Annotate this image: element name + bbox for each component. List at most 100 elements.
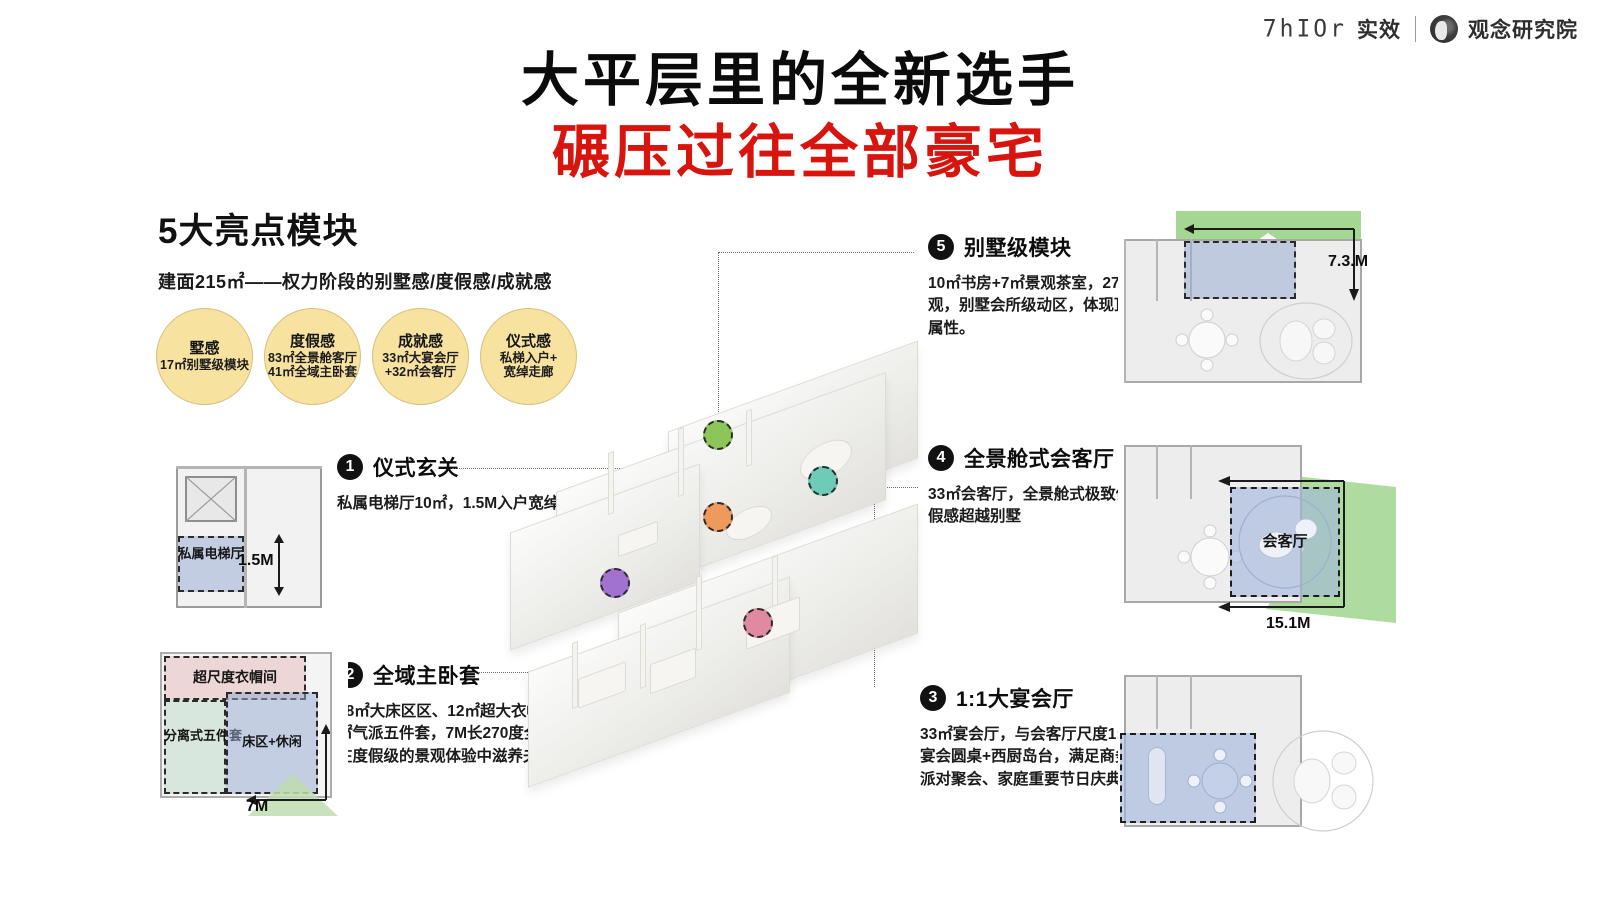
model-partition	[640, 622, 646, 690]
feature-circle-2: 度假感 83㎡全景舱客厅 41㎡全域主卧套	[264, 308, 361, 405]
entry-body: 10㎡书房+7㎡景观茶室，270度景观，别墅会所级动区，体现顶级社交属性。	[928, 275, 1177, 337]
plan-highlight-bathroom	[164, 700, 226, 794]
feature-circle-line: 83㎡全景舱客厅	[268, 350, 357, 365]
feature-circle-line: 33㎡大宴会厅	[382, 350, 459, 365]
page-title-line1: 大平层里的全新选手	[520, 48, 1079, 113]
model-partition	[696, 574, 702, 652]
connector-entry1	[452, 468, 630, 469]
banquet-marker[interactable]	[703, 502, 733, 532]
master-suite-marker[interactable]	[743, 608, 773, 638]
feature-circle-title: 度假感	[289, 332, 335, 350]
entry-title: 别墅级模块	[964, 237, 1072, 260]
connector-entry5-v	[718, 252, 719, 440]
plan-view-wedge-icon	[248, 774, 338, 816]
brand-logo: 7hIOr 实效 观念研究院	[1263, 14, 1578, 44]
plan-villa-module: 7.3.M	[1118, 205, 1388, 390]
plan-dimension-entry-hall: 1.5M	[238, 552, 274, 569]
plan-wall	[1190, 675, 1192, 729]
brand-org-name: 观念研究院	[1468, 19, 1578, 42]
entry-body: 私属电梯厅10㎡，1.5M入户宽绰走廊	[337, 495, 591, 512]
feature-circle-title: 仪式感	[505, 332, 551, 350]
entry-body: 33㎡会客厅，全景舱式极致体验，度假感超越别墅	[928, 486, 1178, 526]
plan-wall	[1190, 445, 1192, 499]
section-heading: 5大亮点模块	[158, 212, 359, 251]
plan-master-suite: 超尺度衣帽间 分离式五件套 床区+休闲 7M	[148, 638, 348, 823]
entry-title: 全域主卧套	[373, 665, 481, 688]
feature-circle-line: 17㎡别墅级模块	[160, 357, 249, 372]
plan-highlight-bed-area	[226, 692, 318, 794]
plan-wall	[1156, 445, 1158, 499]
plan-lounge-circle-icon	[1238, 495, 1332, 589]
plan-highlight-banquet	[1120, 733, 1256, 823]
brand-chinese-name: 实效	[1357, 19, 1401, 42]
plan-lounge-circle-icon	[1259, 302, 1353, 380]
plan-view-wedge-icon	[1176, 211, 1361, 297]
entry-title: 全景舱式会客厅	[964, 448, 1115, 471]
model-partition	[678, 426, 684, 498]
plan-dimension-villa-module: 7.3.M	[1328, 253, 1369, 270]
model-partition	[608, 450, 614, 516]
feature-entry-1: 1 仪式玄关 私属电梯厅10㎡，1.5M入户宽绰走廊	[337, 452, 597, 515]
plan-label-bathroom: 分离式五件套	[164, 728, 243, 743]
plan-dining-table-icon	[1175, 308, 1239, 372]
model-partition	[746, 408, 752, 468]
entry-number-badge: 4	[928, 445, 954, 471]
plan-wall	[244, 466, 247, 608]
feature-circle-group: 墅感 17㎡别墅级模块 度假感 83㎡全景舱客厅 41㎡全域主卧套 成就感 33…	[156, 308, 577, 405]
plan-dimension-lounge: 15.1M	[1266, 615, 1311, 632]
feature-circle-title: 墅感	[189, 340, 220, 358]
feature-entry-4: 4 全景舱式会客厅 33㎡会客厅，全景舱式极致体验，度假感超越别墅	[928, 443, 1188, 529]
section-subtitle: 建面215㎡——权力阶段的别墅感/度假感/成就感	[158, 272, 553, 292]
plan-wall	[1156, 239, 1158, 301]
plan-wall	[1124, 239, 1126, 383]
plan-dimension-arrows-icon	[246, 724, 330, 805]
plan-kitchen-island-icon	[1148, 747, 1166, 805]
plan-highlight-lift-lobby	[178, 536, 244, 592]
plan-dimension-line	[278, 538, 280, 592]
plan-dimension-arrows-icon	[1218, 476, 1345, 612]
feature-circle-line: 41㎡全域主卧套	[268, 365, 357, 380]
plan-lounge: 会客厅 15.1M	[1118, 435, 1398, 645]
feature-circle-line: 宽绰走廊	[503, 365, 554, 380]
entry-body: 18㎡大床区区、12㎡超大衣帽间、10㎡气派五件套，7M长270度全景窗，在度假…	[337, 703, 591, 765]
plan-dimension-arrows-icon	[1184, 224, 1359, 301]
plan-entry-hall: 私属电梯厅 1.5M	[152, 448, 332, 626]
plan-highlight-study-tea	[1184, 241, 1296, 299]
plan-label-wardrobe: 超尺度衣帽间	[193, 669, 277, 685]
feature-circle-title: 成就感	[397, 332, 443, 350]
feature-circle-4: 仪式感 私梯入户+ 宽绰走廊	[480, 308, 577, 405]
plan-dimension-arrows-icon	[274, 534, 284, 596]
plan-banquet-table-icon	[1187, 748, 1253, 814]
entry-body: 33㎡宴会厅，与会客厅尺度1:1，八人宴会圆桌+西厨岛台，满足商务宴请、派对聚会…	[920, 726, 1178, 788]
isometric-apartment-model	[500, 340, 930, 788]
plan-wall	[176, 466, 322, 469]
feature-entry-5: 5 别墅级模块 10㎡书房+7㎡景观茶室，270度景观，别墅会所级动区，体现顶级…	[928, 232, 1188, 340]
feature-entry-2: 2 全域主卧套 18㎡大床区区、12㎡超大衣帽间、10㎡气派五件套，7M长270…	[337, 660, 597, 768]
plan-lounge-circle-icon	[1272, 730, 1374, 832]
plan-label-lounge: 会客厅	[1262, 533, 1308, 550]
feature-circle-line: +32㎡会客厅	[384, 365, 457, 380]
villa-module-marker[interactable]	[703, 420, 733, 450]
entry-title: 1:1大宴会厅	[956, 688, 1074, 711]
page-title-line2: 碾压过往全部豪宅	[551, 120, 1048, 185]
entry-hall-marker[interactable]	[600, 568, 630, 598]
plan-wall	[1156, 675, 1158, 729]
face-icon	[1430, 15, 1458, 43]
feature-circle-1: 墅感 17㎡别墅级模块	[156, 308, 253, 405]
plan-elevator-cross-icon	[185, 476, 237, 522]
connector-entry5-h	[718, 252, 914, 253]
plan-dining-table-icon	[1177, 524, 1243, 590]
feature-circle-3: 成就感 33㎡大宴会厅 +32㎡会客厅	[372, 308, 469, 405]
entry-number-badge: 5	[928, 234, 954, 260]
brand-wordmark: 7hIOr	[1262, 15, 1347, 43]
lounge-marker[interactable]	[808, 466, 838, 496]
feature-entry-3: 3 1:1大宴会厅 33㎡宴会厅，与会客厅尺度1:1，八人宴会圆桌+西厨岛台，满…	[920, 683, 1180, 791]
entry-number-badge: 1	[337, 454, 363, 480]
brand-divider	[1415, 16, 1416, 42]
plan-label-lift-lobby: 私属电梯厅	[178, 546, 244, 561]
feature-circle-line: 私梯入户+	[499, 350, 558, 365]
plan-label-bed-area: 床区+休闲	[242, 734, 302, 749]
plan-banquet	[1118, 655, 1398, 850]
entry-title: 仪式玄关	[373, 457, 459, 480]
entry-number-badge: 3	[920, 685, 946, 711]
